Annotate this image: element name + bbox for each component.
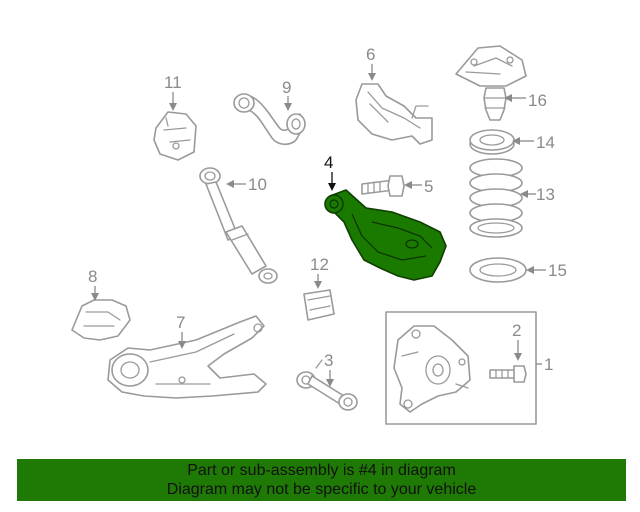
info-banner: Part or sub-assembly is #4 in diagram Di… bbox=[17, 459, 626, 501]
part-1-knuckle bbox=[393, 325, 471, 413]
part-11-bracket bbox=[153, 111, 197, 161]
part-13-coil-spring bbox=[469, 158, 523, 238]
callout-11: 11 bbox=[164, 73, 182, 92]
arrow-16 bbox=[504, 94, 512, 102]
arrow-6 bbox=[368, 73, 376, 81]
callout-7: 7 bbox=[176, 313, 185, 332]
part-6-shield bbox=[355, 83, 433, 145]
arrow-4 bbox=[328, 183, 336, 191]
banner-line-1: Part or sub-assembly is #4 in diagram bbox=[187, 462, 456, 479]
callout-10: 10 bbox=[248, 175, 267, 194]
callout-3: 3 bbox=[324, 351, 333, 370]
arrow-5 bbox=[404, 181, 412, 189]
arrow-10 bbox=[226, 180, 234, 188]
callout-2: 2 bbox=[512, 321, 521, 340]
callout-5: 5 bbox=[424, 177, 433, 196]
arrow-9 bbox=[284, 103, 292, 111]
callout-16: 16 bbox=[528, 91, 547, 110]
part-1-group-box bbox=[385, 311, 537, 425]
part-4-lower-control-arm bbox=[324, 189, 447, 281]
part-3-stabilizer-link bbox=[296, 359, 358, 411]
callout-13: 13 bbox=[536, 185, 555, 204]
arrow-8 bbox=[91, 293, 99, 301]
suspension-parts-diagram: 11 9 6 16 14 bbox=[71, 45, 567, 425]
part-9-upper-link bbox=[233, 93, 306, 146]
part-16-upper-mount bbox=[455, 45, 527, 121]
part-14-insulator bbox=[469, 129, 515, 155]
callout-14: 14 bbox=[536, 133, 555, 152]
arrow-12 bbox=[314, 281, 322, 289]
arrow-11 bbox=[169, 103, 177, 111]
callout-1: 1 bbox=[544, 355, 553, 374]
part-12-bushing bbox=[303, 289, 335, 321]
callout-15: 15 bbox=[548, 261, 567, 280]
arrow-15 bbox=[526, 266, 534, 274]
callout-6: 6 bbox=[366, 45, 375, 64]
arrow-3 bbox=[326, 379, 334, 387]
part-2-bolt bbox=[489, 365, 527, 383]
callout-8: 8 bbox=[88, 267, 97, 286]
arrow-14 bbox=[512, 137, 520, 145]
arrow-2 bbox=[514, 353, 522, 361]
part-8-bracket-cover bbox=[71, 299, 131, 341]
arrow-13 bbox=[520, 190, 528, 198]
part-15-lower-insulator bbox=[469, 257, 527, 283]
part-5-bolt bbox=[361, 175, 405, 197]
callout-9: 9 bbox=[282, 78, 291, 97]
part-7-trailing-arm bbox=[107, 315, 267, 399]
callout-12: 12 bbox=[310, 255, 329, 274]
callout-4: 4 bbox=[324, 153, 333, 172]
arrow-7 bbox=[178, 341, 186, 349]
part-10-shock-absorber bbox=[199, 167, 278, 284]
banner-line-2: Diagram may not be specific to your vehi… bbox=[166, 481, 477, 498]
